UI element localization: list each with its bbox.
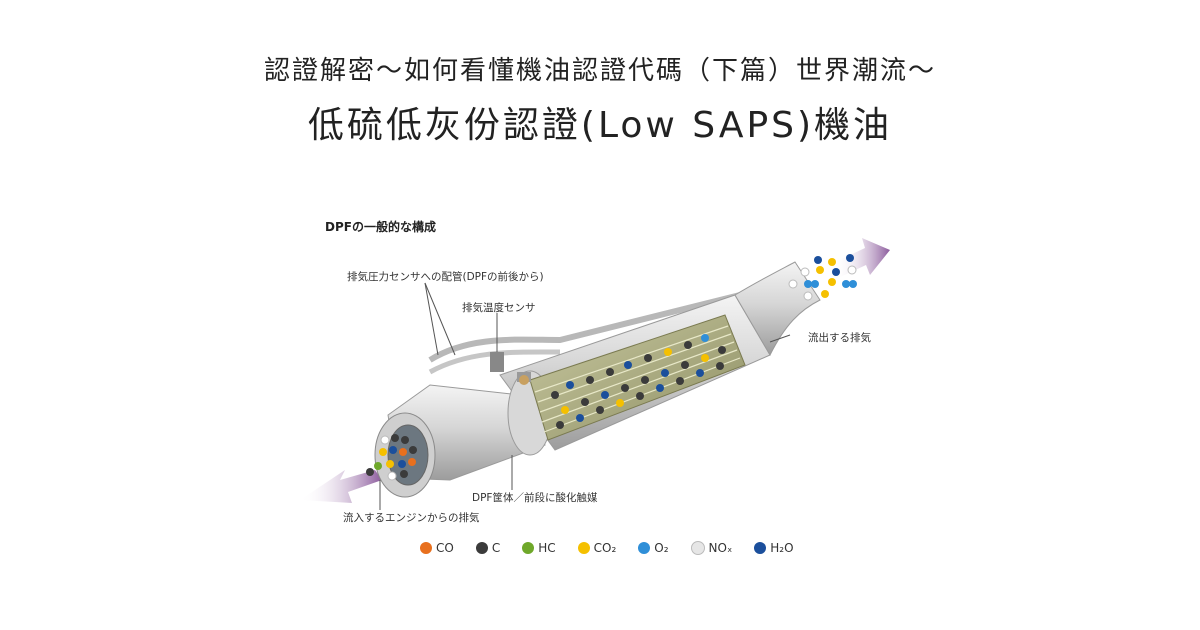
- legend-item: H₂O: [754, 541, 794, 555]
- legend-label: H₂O: [770, 541, 794, 555]
- legend-swatch: [522, 542, 535, 554]
- outlet-particles: [788, 254, 857, 301]
- outlet-pipe: [734, 261, 821, 357]
- legend-item: CO₂: [577, 541, 617, 555]
- legend-item: O₂: [638, 541, 669, 555]
- legend-swatch: [577, 542, 590, 554]
- legend-label: CO: [436, 541, 454, 555]
- legend-swatch: [475, 542, 488, 554]
- outflow-arrow: [835, 238, 890, 278]
- label-inflow: 流入するエンジンからの排気: [343, 512, 480, 524]
- legend-label: O₂: [654, 541, 669, 555]
- label-housing: DPF筐体／前段に酸化触媒: [472, 492, 598, 504]
- legend-swatch: [638, 542, 651, 554]
- filter-particles: [551, 334, 726, 429]
- page-title-line1: 認證解密～如何看懂機油認證代碼（下篇）世界潮流～: [263, 56, 936, 86]
- inlet-particles: [366, 434, 417, 481]
- legend-label: CO₂: [593, 541, 617, 555]
- label-outflow: 流出する排気: [808, 332, 871, 344]
- legend-label: NOₓ: [708, 541, 733, 555]
- temperature-sensor: [490, 352, 531, 385]
- legend-item: C: [475, 541, 501, 555]
- inflow-arrow: [300, 470, 382, 503]
- legend-item: NOₓ: [690, 541, 733, 555]
- label-temperature-sensor: 排気温度センサ: [462, 302, 536, 314]
- legend-swatch: [754, 542, 767, 554]
- legend-swatch: [420, 542, 432, 554]
- legend: CO C HC CO₂ O₂ NOₓ H₂O: [420, 538, 794, 558]
- legend-item: HC: [522, 541, 556, 555]
- legend-label: HC: [538, 541, 556, 555]
- legend-item: CO: [420, 541, 454, 555]
- leader-lines: [379, 282, 791, 510]
- diagram-title: DPFの一般的な構成: [325, 220, 436, 234]
- legend-label: C: [491, 541, 501, 555]
- legend-swatch: [690, 541, 705, 555]
- label-pressure-sensor: 排気圧力センサへの配管(DPFの前後から): [347, 271, 544, 283]
- page-title-line2: 低硫低灰份認證(Low SAPS)機油: [307, 105, 893, 146]
